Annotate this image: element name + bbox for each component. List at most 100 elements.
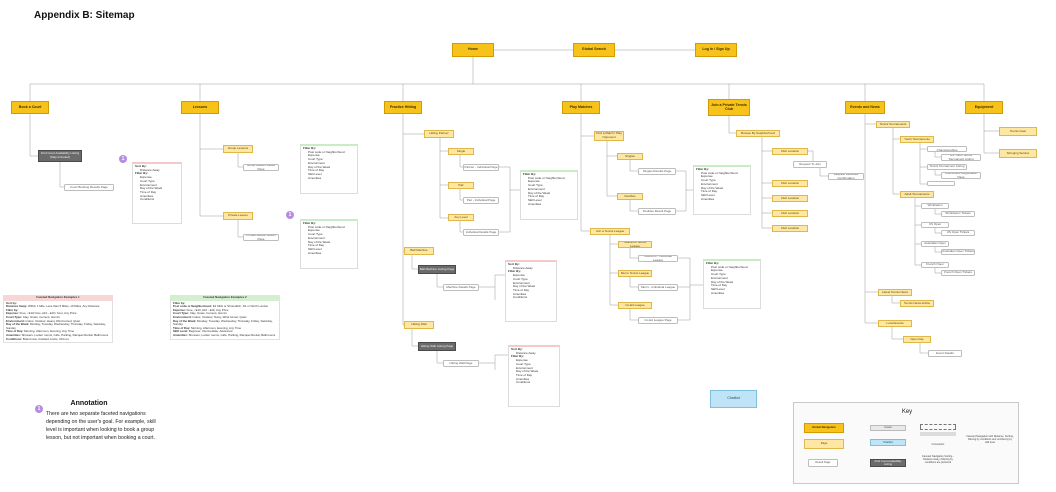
panel-filter-item: Court Type [308, 157, 323, 162]
french-open-node[interactable]: French Open [921, 262, 949, 268]
private-lesson-page-node[interactable]: Private Lesson Result Page [243, 234, 279, 241]
key-detail: Detail [870, 425, 906, 431]
panel-filter-item: Day of the Week [701, 185, 724, 190]
wimbledon-node[interactable]: Wimbledon [921, 203, 949, 209]
panel-filter-item: Skill Level [308, 171, 322, 176]
section-events-news[interactable]: Events and News [845, 101, 885, 114]
browse-neighborhood-node[interactable]: Browse By Neighborhood [736, 130, 780, 137]
panel-filter-item: Time of Day [711, 283, 728, 288]
youth-champ-node[interactable]: US Youth Tennis Championships [927, 146, 967, 152]
tournament-listing-node[interactable]: Tennis Tournament Listing [927, 164, 967, 170]
youth-tournaments-node[interactable]: Youth Tournaments [900, 136, 934, 143]
mens-league-node[interactable]: Men's Tennis League [618, 270, 652, 277]
pair-page-node[interactable]: Pair - Individual Page [463, 197, 499, 204]
tournament-reg-node[interactable]: Tournament Registration Page [941, 172, 981, 179]
french-open-tickets-node[interactable]: French Open Tickets [941, 270, 975, 276]
youth-listing-node[interactable]: US Youth Tennis Tournament Listing [941, 154, 981, 161]
section-join-club[interactable]: Join a Private Tennis Club [708, 99, 750, 116]
hitting-wall-node[interactable]: Hitting Wall [404, 321, 434, 329]
womens-league-page-node[interactable]: Women's - Individual League [638, 255, 678, 262]
section-practice-hitting[interactable]: Practice Hitting [384, 101, 422, 114]
find-match-node[interactable]: Find a Match / Play Opponent [594, 131, 624, 141]
faceted-row-value: Morning, Afternoon, Evening, Any Time [190, 325, 242, 330]
tournaments-node[interactable]: Tennis Tournaments [876, 121, 910, 128]
key-result-page: Result Page [808, 459, 838, 467]
panel-filter-item: Expense [513, 273, 525, 278]
section-equipment[interactable]: Equipment [965, 101, 1003, 114]
news-article-node[interactable]: Tennis News Article [900, 300, 934, 307]
club-location-3[interactable]: Club Location [772, 195, 808, 202]
panel-filter-item: Amenities [528, 201, 542, 206]
key-page: Page [804, 439, 844, 449]
panel-sort-list: Distance Away [508, 266, 554, 271]
doubles-node[interactable]: Doubles [617, 193, 643, 200]
club-location-1[interactable]: Club Location [772, 148, 808, 155]
panel-filter-item: Time of Day [140, 189, 157, 194]
latest-news-node[interactable]: Latest Tennis News [878, 289, 912, 296]
ball-machine-node[interactable]: Ball Machine [404, 247, 434, 255]
court-results-node[interactable]: Court Booking Results Page [64, 184, 114, 191]
annotation-heading: Annotation [70, 400, 108, 407]
panel-filter-item: Conditions [140, 197, 155, 202]
panel-filter-item: Court Type [528, 183, 543, 188]
adult-tournaments-node[interactable]: Adult Tournaments [900, 191, 934, 198]
login-node[interactable]: Log In / Sign Up [695, 43, 737, 57]
blank-youth-node[interactable] [927, 181, 955, 186]
request-join-node[interactable]: Request To Join [793, 161, 827, 168]
home-node[interactable]: Home [452, 43, 494, 57]
hitting-wall-listing-node[interactable]: Hitting Wall Listing Page [418, 342, 456, 351]
faceted-sort-head: Sort by: [6, 300, 17, 305]
ball-machine-listing-node[interactable]: Ball Machine Listing Page [418, 265, 456, 274]
hitting-wall-page-node[interactable]: Hitting Wall Page [443, 360, 479, 367]
any-level-page-node[interactable]: Individual Details Page [463, 229, 499, 236]
us-open-tickets-node[interactable]: US Open Tickets [941, 230, 975, 236]
doubles-page-node[interactable]: Doubles Result Page [638, 208, 676, 215]
find-court-listing-node[interactable]: Find Court Availability Listing (Map Inc… [38, 150, 82, 162]
coed-league-node[interactable]: Co-Ed League [618, 302, 652, 309]
stringing-service-node[interactable]: Stringing Service [999, 149, 1037, 158]
group-lessons-node[interactable]: Group Lessons [223, 145, 253, 153]
singles-node[interactable]: Singles [617, 153, 643, 160]
hitting-partner-node[interactable]: Hitting Partner [424, 130, 454, 138]
womens-league-node[interactable]: Women's Tennis League [618, 241, 652, 248]
section-lessons[interactable]: Lessons [181, 101, 219, 114]
faceted-row: Amenities: Showers, Locker rooms, Cafe, … [6, 333, 110, 338]
open-day-node[interactable]: Open Day [903, 336, 931, 343]
request-confirm-node[interactable]: Request Received Confirmation [828, 173, 864, 180]
pair-node[interactable]: Pair [448, 182, 474, 189]
panel-sort-item: Distance Away [516, 350, 536, 355]
club-location-5[interactable]: Club Location [772, 225, 808, 232]
faceted-row-key: Time of Day: [6, 329, 24, 334]
tennis-gear-node[interactable]: Tennis Gear [999, 127, 1037, 136]
panel-filter-item: Environment [308, 160, 325, 165]
singles-page-node[interactable]: Singles Results Page [638, 168, 676, 175]
join-league-node[interactable]: Join a Tennis League [590, 228, 630, 235]
wimbledon-tickets-node[interactable]: Wimbledon Tickets [941, 211, 975, 217]
private-lesson-node[interactable]: Private Lesson [223, 212, 253, 220]
club-location-4[interactable]: Club Location [772, 210, 808, 217]
coed-league-page-node[interactable]: Co-Ed League Page [638, 317, 678, 324]
event-details-node[interactable]: Event Details [928, 350, 962, 357]
faceted-filter-rows: Expense: Free, <£10/ time, £10 - £20 / h… [6, 312, 110, 341]
section-book-court[interactable]: Book a Court [11, 101, 49, 114]
single-page-node[interactable]: Partner - Individual Page [463, 164, 499, 171]
faceted-row-value: Clay, Grass, Cement, Har-tru [22, 314, 61, 319]
aus-open-tickets-node[interactable]: Australian Open Tickets [941, 249, 975, 255]
chatbot-node[interactable]: Chatbot [710, 390, 757, 408]
panel-filter-item: Court Type [140, 178, 155, 183]
club-location-2[interactable]: Club Location [772, 180, 808, 187]
aus-open-node[interactable]: Australian Open [921, 241, 949, 247]
faceted-row-value: Free, <£10/ time, £10 - £20 / hour, Any … [18, 311, 77, 316]
single-node[interactable]: Single [448, 148, 474, 155]
mens-league-page-node[interactable]: Men's - Individual League [638, 284, 678, 291]
section-play-matches[interactable]: Play Matches [562, 101, 600, 114]
panel-sort-title: Sort By: [508, 262, 520, 266]
ball-machine-page-node[interactable]: Machine Details Page [443, 284, 479, 291]
global-search-node[interactable]: Global Search [573, 43, 615, 57]
panel-filter-item: Skill Level [701, 192, 715, 197]
panel-filter-item: Amenities [701, 196, 715, 201]
us-open-node[interactable]: US Open [921, 222, 949, 228]
local-events-node[interactable]: Local Events [878, 320, 912, 327]
any-level-node[interactable]: Any Level [448, 214, 474, 221]
group-lesson-page-node[interactable]: Group Lesson Result Page [243, 164, 279, 171]
